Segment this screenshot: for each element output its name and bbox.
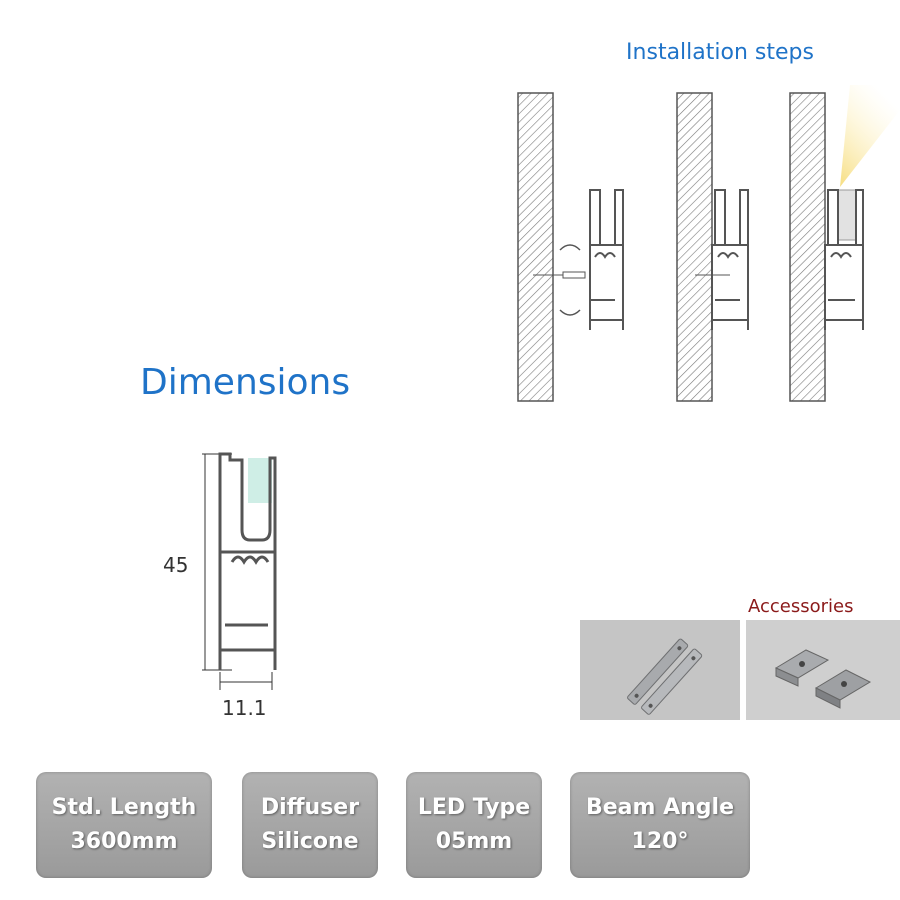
- installation-steps-diagram: [517, 85, 900, 402]
- wall-section: [517, 92, 554, 402]
- step-2-diagram: [676, 92, 749, 402]
- spec-value: 05mm: [435, 829, 513, 854]
- spec-diffuser-badge: Diffuser Silicone: [242, 772, 378, 878]
- screw: [533, 271, 586, 279]
- spec-value: Silicone: [261, 829, 359, 854]
- spec-label: Beam Angle: [585, 795, 735, 820]
- profile-cross-section: [218, 452, 277, 670]
- wall-section: [676, 92, 713, 402]
- aluminium-profile: [711, 189, 749, 330]
- silicone-diffuser: [837, 189, 857, 241]
- mounting-clips-photo: [746, 620, 900, 720]
- dimensions-diagram: [202, 452, 277, 690]
- accessories-title: Accessories: [748, 596, 854, 617]
- width-dimension-label: 11.1: [222, 696, 267, 720]
- dimensions-title: Dimensions: [140, 362, 351, 403]
- mounting-plates-photo: [580, 620, 740, 720]
- step-3-diagram: [789, 85, 900, 402]
- spec-label: Std. Length: [51, 795, 197, 820]
- aluminium-profile: [824, 189, 864, 330]
- spec-std-length-badge: Std. Length 3600mm: [36, 772, 212, 878]
- installation-steps-title: Installation steps: [626, 40, 814, 65]
- spec-led-type-badge: LED Type 05mm: [406, 772, 542, 878]
- diffuser-cross-section: [248, 458, 272, 503]
- spec-beam-angle-badge: Beam Angle 120°: [570, 772, 750, 878]
- spec-value: 120°: [631, 829, 689, 854]
- wall-section: [789, 92, 826, 402]
- aluminium-profile: [589, 189, 624, 330]
- step-1-diagram: [517, 92, 624, 402]
- spec-label: Diffuser: [260, 795, 360, 820]
- spec-value: 3600mm: [70, 829, 178, 854]
- spec-label: LED Type: [417, 795, 531, 820]
- height-dimension-label: 45: [163, 553, 189, 577]
- light-beam: [840, 85, 900, 187]
